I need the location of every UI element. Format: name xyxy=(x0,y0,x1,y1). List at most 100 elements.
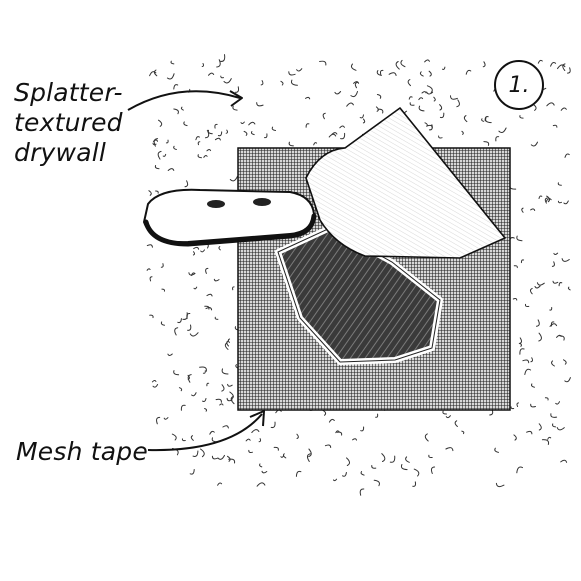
splatter-mark xyxy=(160,321,165,326)
splatter-mark xyxy=(217,482,223,486)
splatter-mark xyxy=(158,119,163,127)
splatter-mark xyxy=(167,353,173,357)
splatter-mark xyxy=(513,265,518,269)
splatter-mark xyxy=(450,95,458,100)
splatter-mark xyxy=(567,286,571,291)
splatter-mark xyxy=(546,195,551,203)
splatter-mark xyxy=(482,61,486,68)
splatter-mark xyxy=(187,374,190,380)
splatter-mark xyxy=(165,139,169,144)
splatter-mark xyxy=(195,136,200,141)
splatter-mark xyxy=(218,246,221,251)
splatter-mark xyxy=(305,96,311,100)
splatter-mark xyxy=(177,318,182,324)
splatter-mark xyxy=(409,102,415,106)
splatter-mark xyxy=(184,180,189,188)
splatter-mark xyxy=(204,408,208,412)
splatter-mark xyxy=(188,272,196,276)
splatter-mark xyxy=(350,63,357,71)
splatter-mark xyxy=(306,453,311,462)
splatter-mark xyxy=(219,54,226,62)
splatter-mark xyxy=(376,70,382,76)
splatter-mark xyxy=(407,79,411,87)
splatter-mark xyxy=(319,60,327,66)
splatter-mark xyxy=(564,377,571,383)
splatter-mark xyxy=(271,126,276,131)
splatter-mark xyxy=(290,79,298,86)
splatter-mark xyxy=(149,71,157,77)
splatter-mark xyxy=(230,395,235,405)
splatter-mark xyxy=(553,252,559,256)
splatter-mark xyxy=(354,81,358,89)
splatter-mark xyxy=(538,332,542,342)
splatter-mark xyxy=(526,430,533,435)
splatter-mark xyxy=(445,415,451,419)
splatter-mark xyxy=(250,131,255,136)
splatter-mark xyxy=(205,267,209,274)
splatter-mark xyxy=(201,63,205,67)
mesh-leader-arrow xyxy=(147,410,265,452)
splatter-label-line-3: drywall xyxy=(14,138,107,167)
splatter-mark xyxy=(379,69,384,76)
splatter-mark xyxy=(456,99,460,108)
splatter-mark xyxy=(189,332,199,337)
splatter-mark xyxy=(308,448,312,458)
splatter-mark xyxy=(296,68,303,72)
splatter-mark xyxy=(296,433,299,439)
splatter-mark xyxy=(530,208,536,211)
splatter-mark xyxy=(328,418,335,423)
splatter-mark xyxy=(430,466,436,474)
splatter-label-line-2: textured xyxy=(14,108,123,137)
splatter-mark xyxy=(227,383,233,387)
splatter-mark xyxy=(288,71,296,76)
splatter-mark xyxy=(538,195,543,199)
splatter-mark xyxy=(166,73,175,80)
splatter-mark xyxy=(227,338,231,343)
splatter-mark xyxy=(498,127,507,134)
splatter-mark xyxy=(546,102,555,107)
mesh-tape-label: Mesh tape xyxy=(16,437,148,466)
splatter-mark xyxy=(199,366,207,372)
splatter-mark xyxy=(146,268,151,271)
splatter-mark xyxy=(377,108,384,114)
splatter-mark xyxy=(173,84,179,90)
splatter-mark xyxy=(151,379,157,383)
splatter-mark xyxy=(510,406,515,410)
splatter-mark xyxy=(211,455,219,460)
splatter-mark xyxy=(400,59,406,68)
splatter-mark xyxy=(530,357,534,363)
splatter-mark xyxy=(162,153,167,157)
splatter-mark xyxy=(273,446,279,451)
splatter-mark xyxy=(513,434,517,441)
splatter-mark xyxy=(520,259,525,264)
splatter-mark xyxy=(381,453,386,462)
splatter-mark xyxy=(334,91,342,95)
splatter-mark xyxy=(339,125,345,129)
splatter-mark xyxy=(388,72,397,76)
splatter-mark xyxy=(206,382,210,387)
splatter-mark xyxy=(421,91,427,94)
splatter-mark xyxy=(148,190,152,196)
splatter-mark xyxy=(259,463,263,468)
splatter-mark xyxy=(173,370,180,376)
splatter-mark xyxy=(190,435,194,441)
splatter-mark xyxy=(214,123,218,129)
splatter-mark xyxy=(219,403,224,406)
splatter-mark xyxy=(342,472,347,477)
splatter-mark xyxy=(208,72,215,76)
splatter-mark xyxy=(146,244,153,248)
splatter-mark xyxy=(214,137,221,141)
splatter-mark xyxy=(161,288,166,292)
splatter-mark xyxy=(547,436,552,440)
splatter-mark xyxy=(428,124,433,131)
splatter-mark xyxy=(336,431,343,436)
splatter-mark xyxy=(495,482,505,488)
splatter-mark xyxy=(211,437,218,443)
splatter-mark xyxy=(206,148,212,152)
splatter-mark xyxy=(182,312,188,320)
splatter-mark xyxy=(461,130,464,135)
splatter-mark xyxy=(495,136,500,142)
splatter-mark xyxy=(562,63,566,71)
splatter-mark xyxy=(322,409,327,416)
splatter-mark xyxy=(180,404,186,411)
